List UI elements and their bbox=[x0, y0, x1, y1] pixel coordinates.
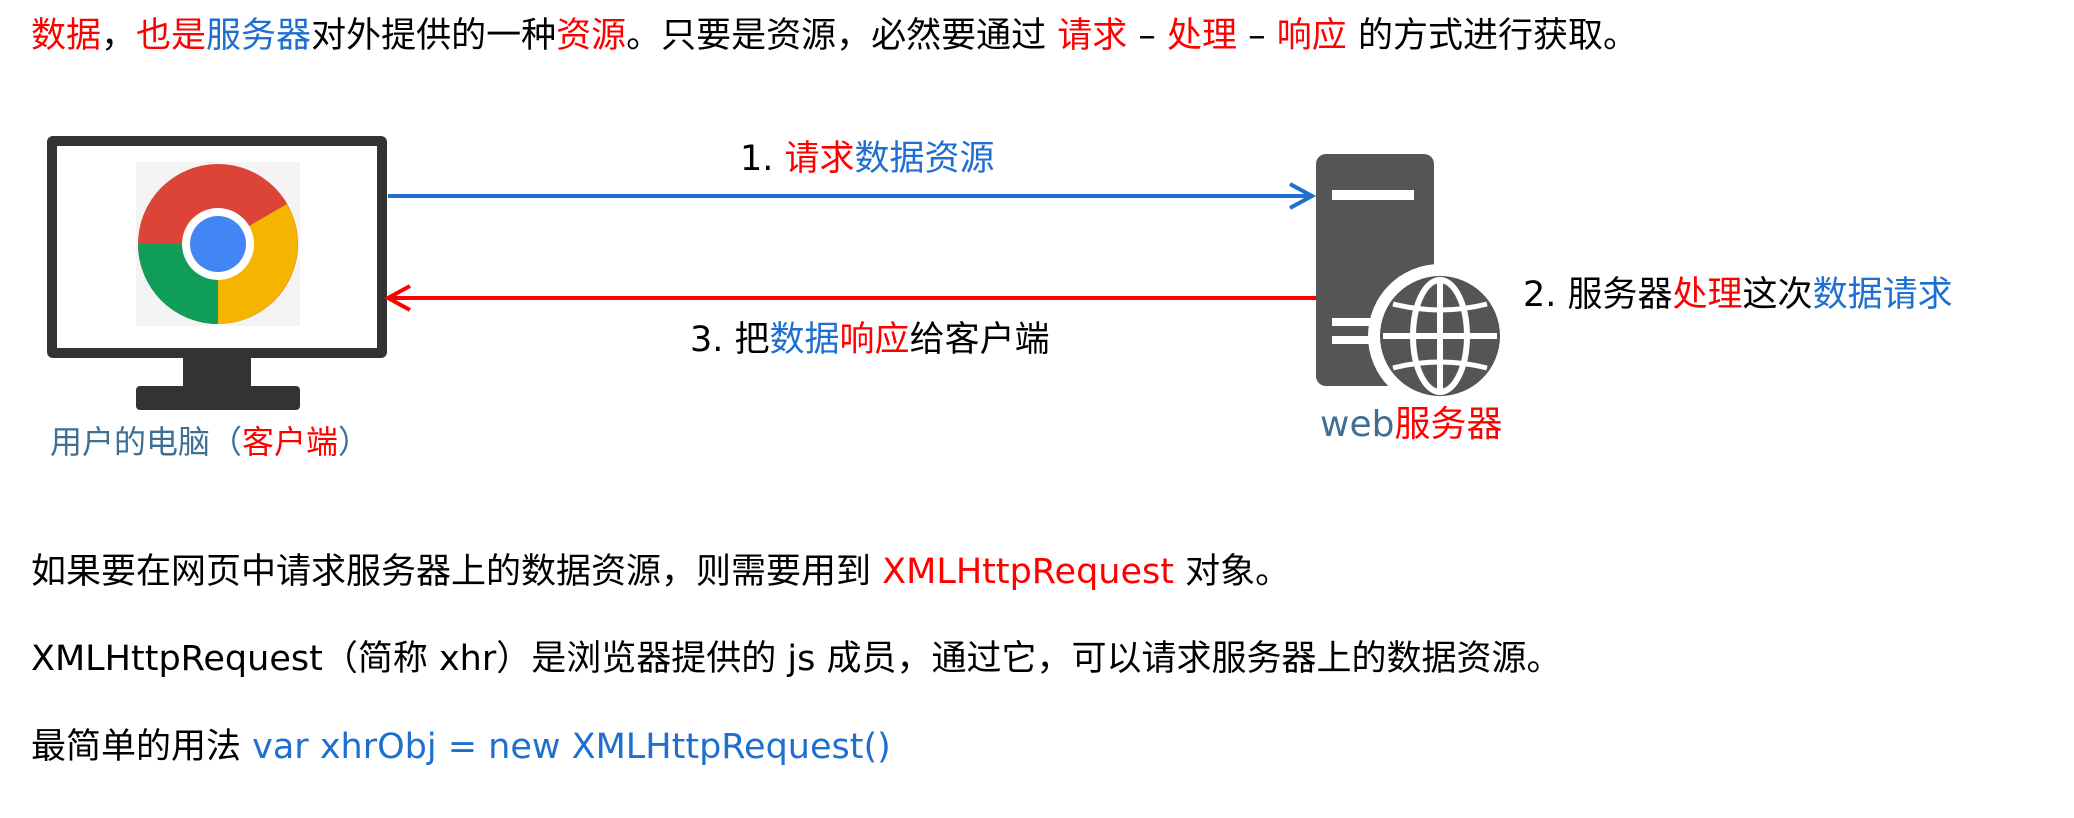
para-seg: 如果要在网页中请求服务器上的数据资源，则需要用到 bbox=[31, 552, 883, 592]
intro-seg: 服务器 bbox=[206, 16, 312, 56]
xhr-keyword: XMLHttpRequest bbox=[882, 552, 1174, 592]
step-object: 数据资源 bbox=[854, 139, 995, 179]
step-response-label: 3. 把数据响应给客户端 bbox=[690, 319, 1050, 361]
para-seg: 最简单的用法 bbox=[31, 727, 253, 767]
intro-seg: 。只要是资源，必然要通过 bbox=[626, 16, 1058, 56]
client-label-a: 用户的电脑（ bbox=[50, 423, 243, 461]
step-number: 3. 把 bbox=[690, 320, 770, 360]
intro-sentence: 数据，也是服务器对外提供的一种资源。只要是资源，必然要通过 请求 – 处理 – … bbox=[31, 15, 1638, 57]
intro-seg: 资源 bbox=[556, 16, 627, 56]
intro-seg: ， bbox=[101, 16, 137, 56]
client-label-c: ） bbox=[338, 423, 371, 461]
step-verb: 处理 bbox=[1672, 275, 1743, 315]
step-mid: 这次 bbox=[1742, 275, 1813, 315]
server-label-a: web bbox=[1320, 404, 1395, 445]
intro-seg: 处理 bbox=[1167, 16, 1238, 56]
client-label-b: 客户端 bbox=[242, 423, 339, 461]
intro-seg: – bbox=[1237, 16, 1277, 56]
step-verb: 响应 bbox=[839, 320, 910, 360]
intro-seg: – bbox=[1127, 16, 1168, 56]
server-label: web服务器 bbox=[1320, 403, 1502, 446]
globe-icon bbox=[1368, 264, 1512, 408]
intro-seg: 的方式进行获取。 bbox=[1346, 16, 1638, 56]
chrome-icon bbox=[136, 162, 300, 326]
arrow-left-icon bbox=[383, 284, 1318, 312]
step-process-label: 2. 服务器处理这次数据请求 bbox=[1523, 274, 1953, 316]
xhr-intro-paragraph: 如果要在网页中请求服务器上的数据资源，则需要用到 XMLHttpRequest … bbox=[31, 551, 1290, 593]
step-rest: 给客户端 bbox=[909, 320, 1050, 360]
intro-seg: 请求 bbox=[1057, 16, 1128, 56]
intro-seg: 响应 bbox=[1276, 16, 1347, 56]
intro-seg: 也是 bbox=[136, 16, 207, 56]
step-number: 1. bbox=[740, 139, 785, 179]
step-verb: 请求 bbox=[784, 139, 855, 179]
xhr-usage-paragraph: 最简单的用法 var xhrObj = new XMLHttpRequest() bbox=[31, 726, 891, 768]
client-label: 用户的电脑（客户端） bbox=[50, 423, 370, 461]
intro-seg: 对外提供的一种 bbox=[311, 16, 557, 56]
xhr-description-paragraph: XMLHttpRequest（简称 xhr）是浏览器提供的 js 成员，通过它，… bbox=[31, 639, 1562, 679]
step-object: 数据请求 bbox=[1812, 275, 1953, 315]
para-seg: 对象。 bbox=[1173, 552, 1291, 592]
intro-seg: 数据 bbox=[31, 16, 102, 56]
step-object: 数据 bbox=[769, 320, 840, 360]
code-snippet: var xhrObj = new XMLHttpRequest() bbox=[252, 727, 891, 767]
server-label-b: 服务器 bbox=[1394, 404, 1503, 445]
step-number: 2. 服务器 bbox=[1523, 275, 1673, 315]
step-request-label: 1. 请求数据资源 bbox=[740, 138, 995, 180]
arrow-right-icon bbox=[388, 182, 1317, 210]
